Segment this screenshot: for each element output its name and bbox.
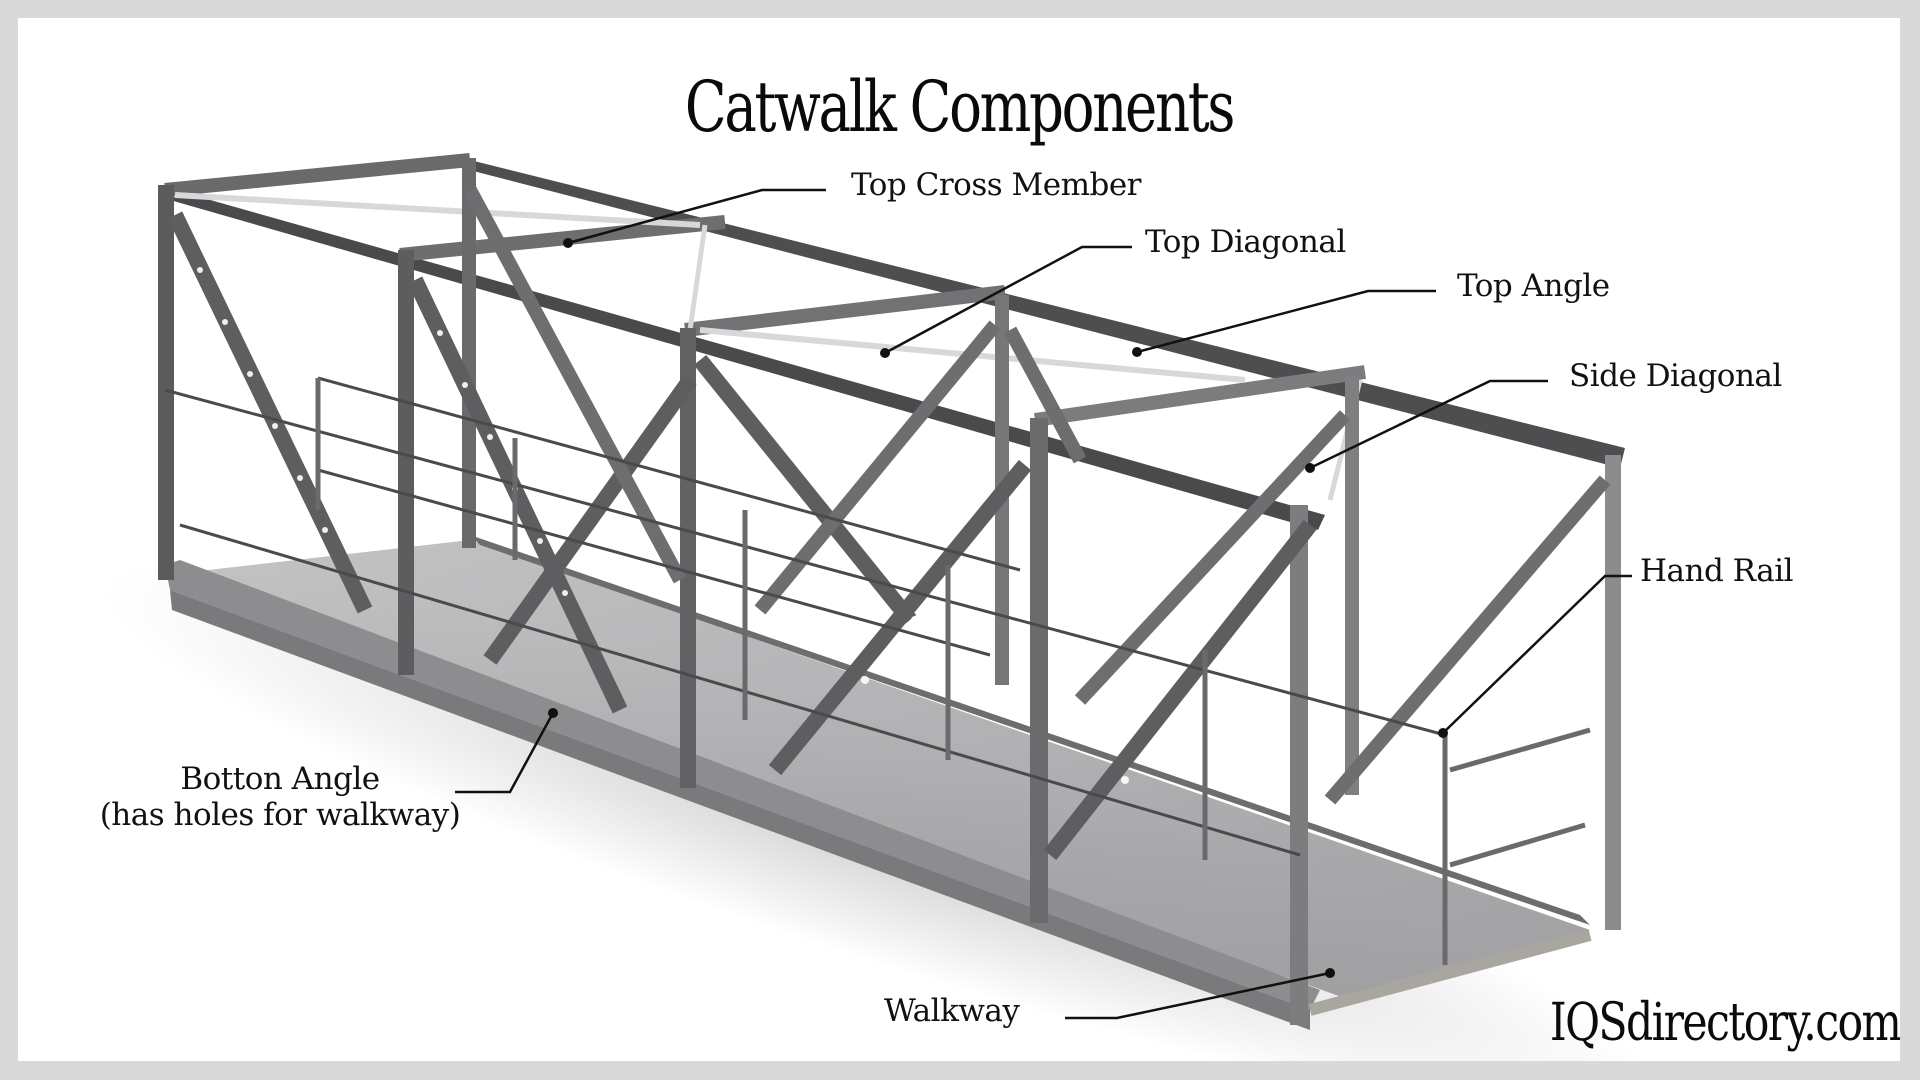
brand-watermark: IQSdirectory.com [1549,993,1900,1053]
label-bottom-angle-title: Botton Angle [180,761,380,797]
walkway-floor [165,540,1590,1000]
label-top-cross-member: Top Cross Member [851,167,1142,203]
marker-top-angle [1132,347,1142,357]
leader-top-diagonal [884,245,1132,355]
catwalk-illustration [99,153,1661,1061]
leader-lines [455,188,1632,1020]
leader-hand-rail [1442,574,1632,734]
marker-side-diagonal [1305,463,1315,473]
label-bottom-angle: Botton Angle (has holes for walkway) [90,761,470,833]
marker-hand-rail [1438,728,1448,738]
label-bottom-angle-note: (has holes for walkway) [99,796,461,833]
label-top-angle: Top Angle [1457,268,1610,304]
leader-walkway [1065,971,1331,1020]
diagram-canvas: Catwalk Components [18,18,1900,1061]
diagram-title: Catwalk Components [684,66,1236,148]
marker-walkway [1325,968,1335,978]
label-side-diagonal: Side Diagonal [1569,358,1782,394]
leader-top-angle [1136,289,1436,354]
marker-top-cross-member [563,238,573,248]
leader-side-diagonal [1309,379,1548,470]
marker-top-diagonal [880,348,890,358]
top-angle-back [450,160,1625,468]
leader-top-cross-member [567,188,826,245]
leader-bottom-angle [455,712,555,794]
label-hand-rail: Hand Rail [1640,553,1794,589]
label-top-diagonal: Top Diagonal [1145,224,1346,260]
marker-bottom-angle [548,708,558,718]
label-walkway: Walkway [884,993,1020,1029]
